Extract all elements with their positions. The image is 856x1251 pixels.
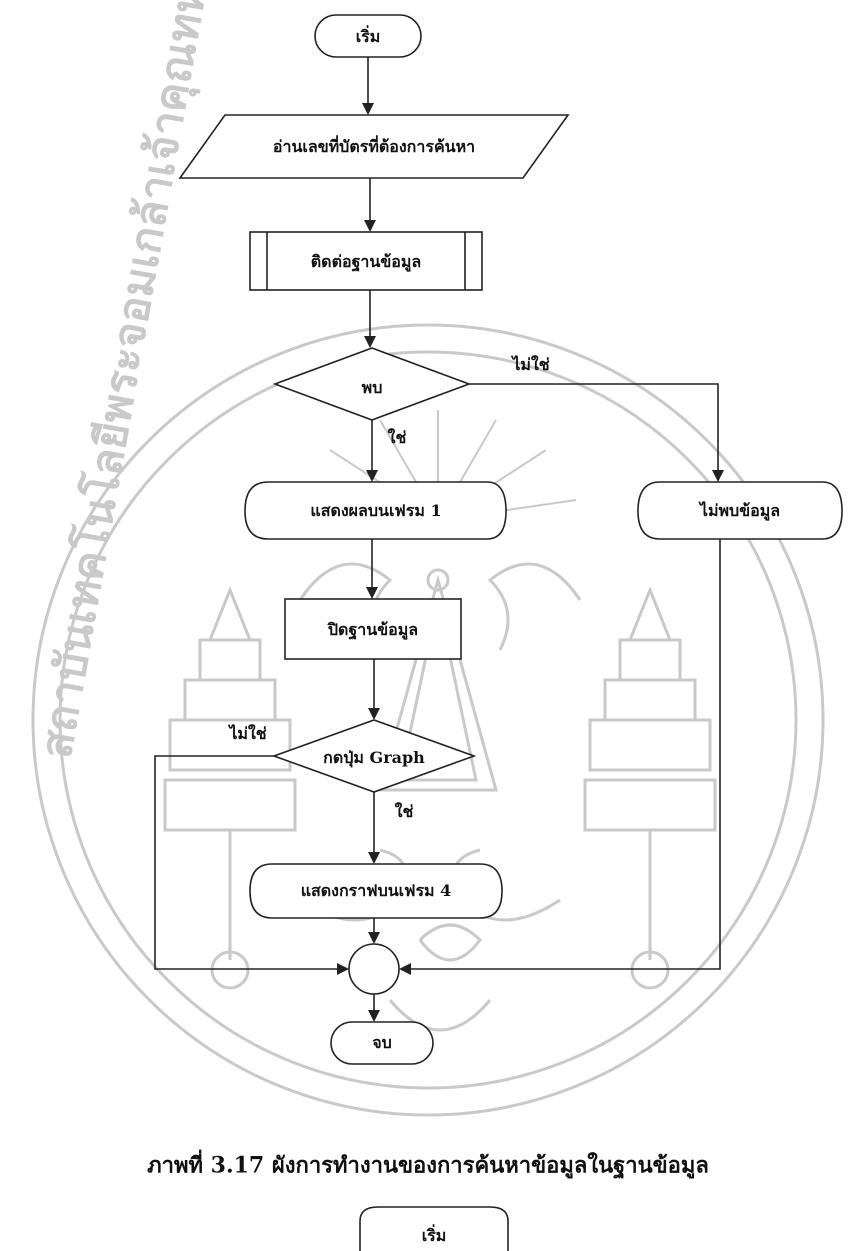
figure-caption: ภาพที่ 3.17 ผังการทำงานของการค้นหาข้อมูล… [147,1152,709,1179]
found-label: พบ [361,378,383,397]
not-found-label: ไม่พบข้อมูล [699,501,781,520]
end-terminator [330,1021,434,1065]
connect-db-label: ติดต่อฐานข้อมูล [310,252,422,271]
no-label-2: ไม่ใช่ [229,724,267,743]
show-graph-label: แสดงกราฟบนเฟรม 4 [300,881,452,900]
arrow-notfound-merge [399,539,721,975]
show-frame1-display [244,481,507,540]
show-frame1-label: แสดงผลบนเฟรม 1 [310,501,442,520]
arrow-found-notfound [469,383,724,482]
input-parallelogram [178,114,570,179]
merge-connector [348,943,400,995]
input-label: อ่านเลขที่บัตรที่ต้องการค้นหา [272,137,476,156]
show-graph-display [249,863,503,919]
not-found-display [637,481,843,540]
next-start-label: เริ่ม [421,1226,447,1245]
graph-decision-label: กดปุ่ม Graph [323,748,425,767]
connect-db-process [249,231,483,291]
end-label: จบ [372,1033,392,1052]
start-label: เริ่ม [355,27,381,46]
next-start-terminator [359,1206,509,1251]
arrow-graphno-merge [154,755,349,975]
close-db-label: ปิดฐานข้อมูล [327,620,419,639]
close-db-process [284,598,462,660]
yes-label-2: ใช่ [394,802,414,821]
yes-label-1: ใช่ [387,428,407,447]
no-label-1: ไม่ใช่ [512,355,550,374]
